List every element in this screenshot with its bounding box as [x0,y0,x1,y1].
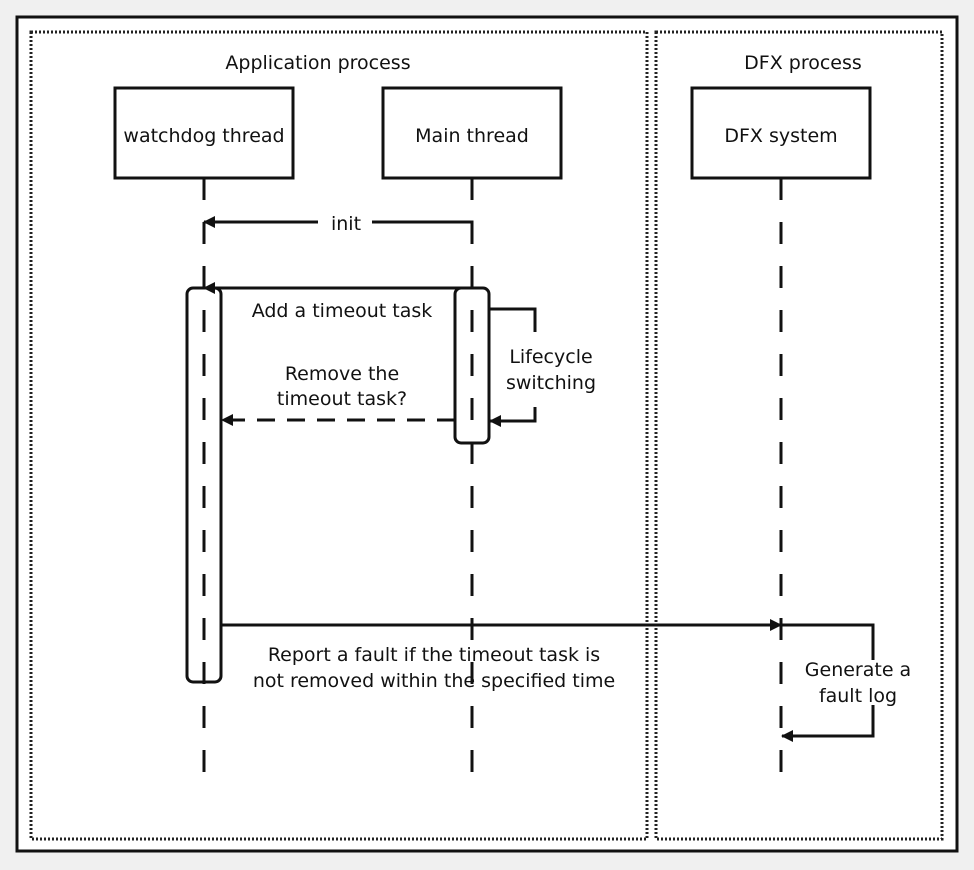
message-add-timeout-label: Add a timeout task [252,300,433,322]
dfx-process-group [654,30,944,841]
message-remove-timeout-label-2: timeout task? [277,388,407,410]
message-init: init [202,213,474,238]
application-process-group [29,30,649,841]
message-report-fault-label-1: Report a fault if the timeout task is [268,644,600,666]
participant-dfx-label: DFX system [724,125,837,147]
self-loop-lifecycle-label-1: Lifecycle [509,346,592,368]
participant-dfx: DFX system [690,86,872,180]
message-remove-timeout: Remove the timeout task? [221,363,455,426]
message-add-timeout: Add a timeout task [203,282,472,322]
participant-watchdog-label: watchdog thread [123,125,284,147]
self-loop-lifecycle-label-2: switching [506,372,596,394]
message-report-fault-label-2: not removed within the specified time [253,670,615,692]
self-loop-fault-log-label-1: Generate a [805,659,911,681]
message-report-fault: Report a fault if the timeout task is no… [222,619,782,692]
self-loop-fault-log: Generate a fault log [781,623,911,742]
self-loop-fault-log-label-2: fault log [819,685,897,707]
participant-main-label: Main thread [415,125,529,147]
dfx-process-label: DFX process [744,52,862,74]
message-init-label: init [331,213,361,235]
participant-watchdog: watchdog thread [113,86,295,180]
message-remove-timeout-label-1: Remove the [285,363,399,385]
participant-main: Main thread [381,86,563,180]
application-process-label: Application process [225,52,410,74]
self-loop-lifecycle: Lifecycle switching [489,307,596,427]
